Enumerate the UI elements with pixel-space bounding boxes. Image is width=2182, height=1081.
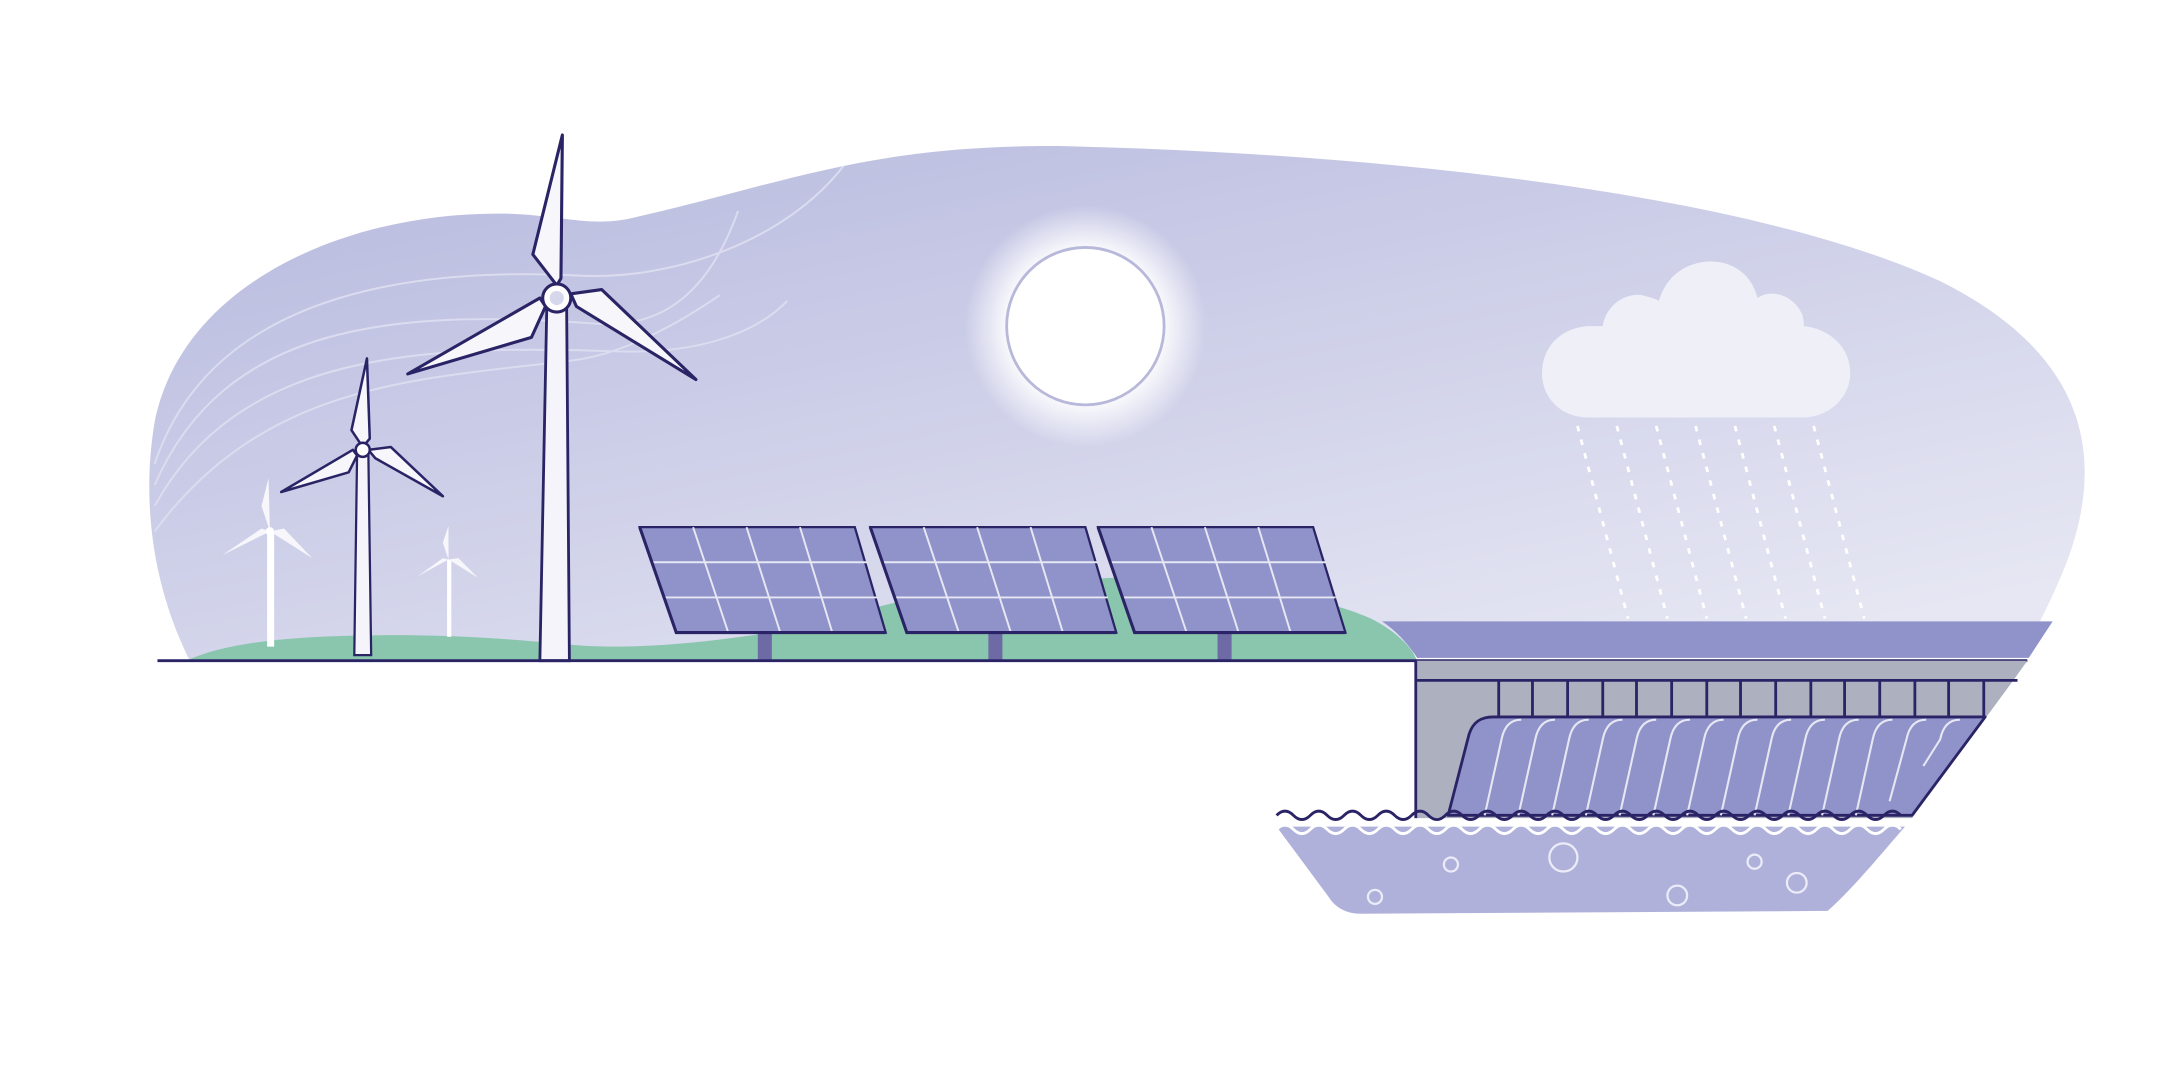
sun-icon (964, 205, 1207, 448)
solar-panel-icon (868, 526, 1118, 661)
green-hills (189, 577, 1418, 661)
wind-turbine-icon (406, 133, 698, 663)
wind-turbine-icon (222, 477, 313, 647)
wind-turbine-icon (417, 525, 479, 637)
reservoir (1382, 621, 2053, 658)
wind-turbine-icon (279, 357, 445, 657)
cloud-icon (1542, 261, 1851, 418)
solar-panel-icon (638, 526, 888, 661)
solar-panel-icon (1096, 526, 1347, 661)
hydro-dam (1275, 660, 2028, 914)
rain-drops (1576, 425, 1866, 619)
